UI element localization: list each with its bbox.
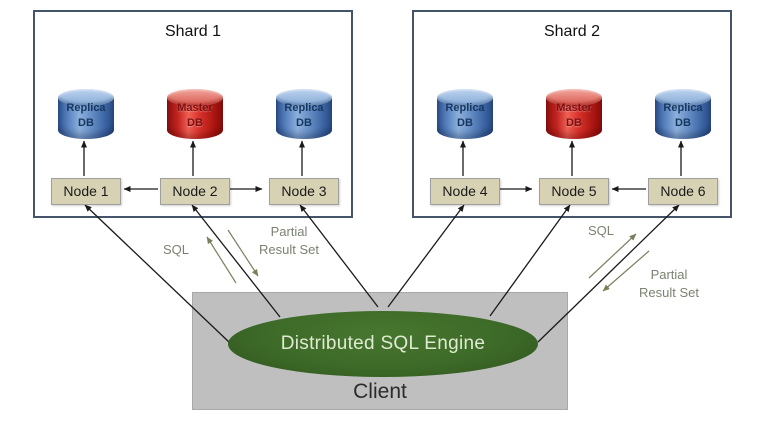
arrow-sql-up-left	[206, 236, 237, 284]
shard-2-title: Shard 2	[543, 23, 601, 40]
cylinder-top-icon	[437, 89, 493, 106]
sql-label-left: SQL	[162, 242, 189, 257]
db-label: Replica DB	[284, 102, 324, 129]
db-label: Replica DB	[445, 102, 485, 129]
cylinder-top-icon	[546, 89, 602, 106]
db-label: Master DB	[556, 102, 592, 129]
cylinder-top-icon	[276, 89, 332, 106]
node-2-box: Node 2	[160, 178, 230, 205]
engine-label: Distributed SQL Engine	[280, 333, 486, 354]
sql-label-right: SQL	[587, 223, 614, 238]
shard-1-title: Shard 1	[164, 23, 222, 40]
node-6-box: Node 6	[648, 178, 718, 205]
replica-db-cylinder: Replica DB	[276, 89, 332, 139]
shard-1-box: Shard 1 Replica DB Master DB Replica DB …	[33, 10, 353, 218]
node-5-box: Node 5	[539, 178, 609, 205]
cylinder-top-icon	[167, 89, 223, 106]
db-label: Master DB	[177, 102, 213, 129]
cylinder-top-icon	[655, 89, 711, 106]
node-4-box: Node 4	[430, 178, 500, 205]
db-label: Replica DB	[663, 102, 703, 129]
cylinder-top-icon	[58, 89, 114, 106]
master-db-cylinder: Master DB	[167, 89, 223, 139]
distributed-sql-engine: Distributed SQL Engine	[228, 311, 538, 377]
master-db-cylinder: Master DB	[546, 89, 602, 139]
client-label: Client	[353, 380, 407, 403]
partial-result-set-label-left: Partial Result Set	[259, 224, 319, 257]
replica-db-cylinder: Replica DB	[58, 89, 114, 139]
node-1-box: Node 1	[51, 178, 121, 205]
replica-db-cylinder: Replica DB	[437, 89, 493, 139]
shard-2-box: Shard 2 Replica DB Master DB Replica DB …	[412, 10, 732, 218]
partial-result-set-label-right: Partial Result Set	[639, 267, 699, 300]
replica-db-cylinder: Replica DB	[655, 89, 711, 139]
db-label: Replica DB	[66, 102, 106, 129]
node-3-box: Node 3	[269, 178, 339, 205]
